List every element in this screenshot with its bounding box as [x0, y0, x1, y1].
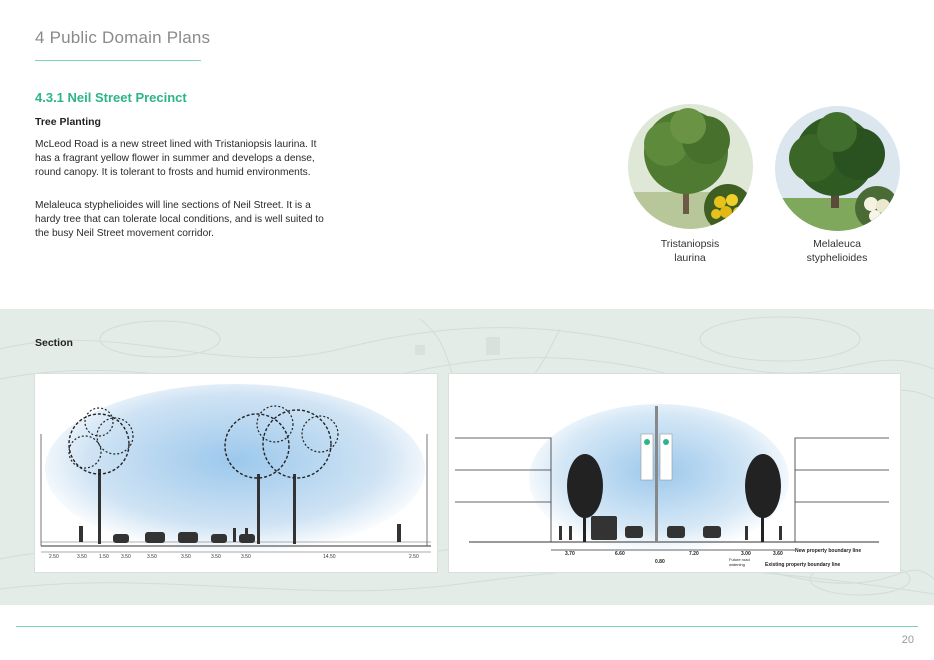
street-trees — [567, 454, 781, 542]
tree-planting-paragraph-1: McLeod Road is a new street lined with T… — [35, 139, 317, 178]
svg-text:14.50: 14.50 — [323, 554, 336, 560]
svg-text:New property boundary line: New property boundary line — [795, 548, 861, 554]
mcleod-road-cross-section: 3.70 6.60 7.20 3.00 3.60 0.80 New proper… — [448, 373, 901, 573]
section-label: Section — [35, 337, 73, 349]
right-dimension-labels: 3.70 6.60 7.20 3.00 3.60 0.80 New proper… — [565, 548, 861, 568]
svg-text:3.60: 3.60 — [773, 551, 783, 557]
svg-text:Existing property boundary lin: Existing property boundary line — [765, 562, 841, 568]
melaleuca-photo — [775, 106, 900, 231]
svg-text:2.50: 2.50 — [409, 554, 419, 560]
street-tree-left — [68, 407, 134, 544]
svg-text:3.50: 3.50 — [77, 554, 87, 560]
svg-text:3.50: 3.50 — [241, 554, 251, 560]
banner-right — [659, 433, 673, 481]
footer-divider — [16, 626, 918, 627]
tristaniopsis-caption: Tristaniopsis laurina — [660, 238, 720, 264]
subsection-title: 4.3.1 Neil Street Precinct — [35, 90, 187, 105]
svg-text:3.70: 3.70 — [565, 551, 575, 557]
svg-text:7.20: 7.20 — [689, 551, 699, 557]
chapter-title: 4 Public Domain Plans — [35, 28, 211, 47]
building-outlines — [455, 437, 889, 542]
svg-text:1.50: 1.50 — [99, 554, 109, 560]
vehicles — [591, 516, 721, 540]
pedestrians — [559, 526, 782, 540]
tree-planting-paragraph-2: Melaleuca styphelioides will line sectio… — [35, 200, 324, 239]
melaleuca-caption: Melaleuca styphelioides — [806, 238, 868, 264]
svg-text:0.80: 0.80 — [655, 559, 665, 565]
svg-text:3.50: 3.50 — [181, 554, 191, 560]
light-pole — [655, 406, 658, 542]
svg-text:3.00: 3.00 — [741, 551, 751, 557]
svg-text:3.50: 3.50 — [211, 554, 221, 560]
svg-text:2.50: 2.50 — [49, 554, 59, 560]
street-tree-pair — [224, 405, 339, 544]
left-dimension-labels: 2.50 3.50 1.50 3.50 3.50 3.50 3.50 3.50 … — [49, 554, 419, 560]
tristaniopsis-photo — [628, 104, 753, 229]
banner-left — [640, 433, 654, 481]
pedestrians — [79, 524, 401, 542]
svg-text:6.60: 6.60 — [615, 551, 625, 557]
page-number: 20 — [901, 634, 914, 646]
svg-text:3.50: 3.50 — [121, 554, 131, 560]
svg-text:3.50: 3.50 — [147, 554, 157, 560]
neil-street-cross-section: 2.50 3.50 1.50 3.50 3.50 3.50 3.50 3.50 … — [34, 373, 438, 573]
chapter-divider — [35, 60, 201, 61]
future-road-widening-note: Future road widening — [729, 557, 750, 567]
tree-planting-heading: Tree Planting — [35, 116, 101, 128]
